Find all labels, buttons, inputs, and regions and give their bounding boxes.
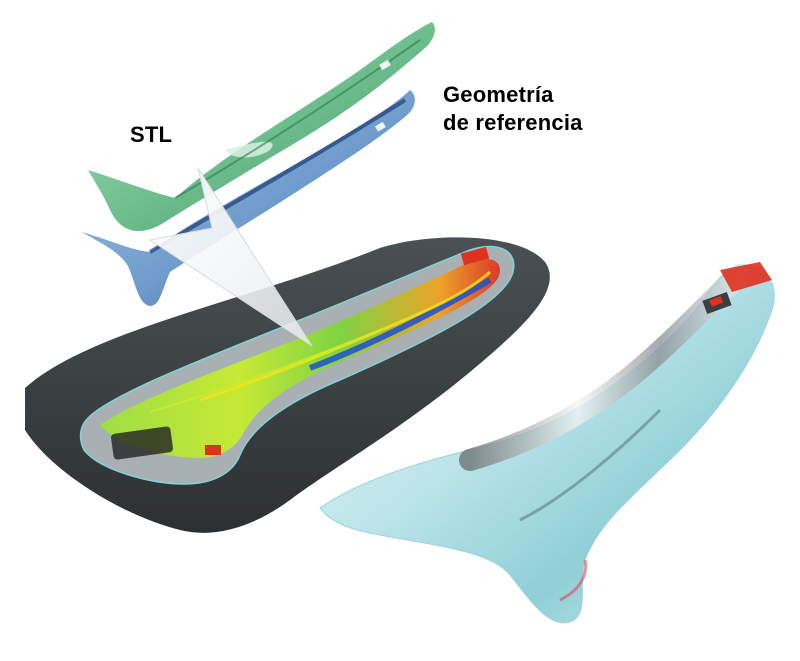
formed-part bbox=[319, 262, 775, 624]
simulation-part bbox=[79, 245, 515, 485]
reference-label-line1: Geometría bbox=[443, 82, 554, 107]
callout-wedge-icon bbox=[148, 167, 313, 347]
stl-label: STL bbox=[130, 122, 173, 147]
reference-geometry-label: Geometría de referencia bbox=[443, 81, 583, 137]
reference-label-line2: de referencia bbox=[443, 110, 583, 135]
